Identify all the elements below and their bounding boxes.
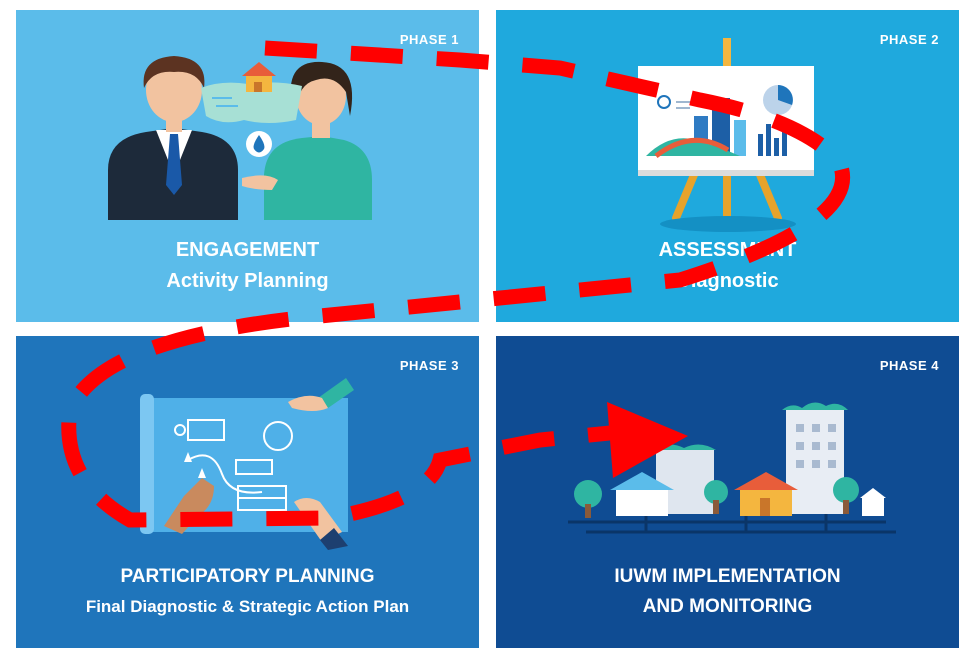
phase-2-label: PHASE 2	[879, 32, 939, 47]
phase-2-panel: PHASE 2 ASSESSMENT Diagnostic	[496, 10, 959, 322]
phase-3-title: PARTICIPATORY PLANNING	[120, 566, 375, 587]
phase-2-title: ASSESSMENT	[658, 239, 797, 261]
phase-4-label: PHASE 4	[879, 358, 939, 373]
phase-3-panel: PHASE 3 PARTICIPATORY PLANNING Final Dia…	[16, 336, 479, 648]
phase-1-title: ENGAGEMENT	[175, 239, 320, 261]
phase-2-subtitle: Diagnostic	[676, 270, 779, 292]
phase-4-subtitle: AND MONITORING	[642, 596, 813, 617]
phase-4-title: IUWM IMPLEMENTATION	[614, 566, 841, 587]
phase-4-panel: PHASE 4 IUWM IMPLEMENTATION AND MONITORI…	[496, 336, 959, 648]
phase-3-subtitle: Final Diagnostic & Strategic Action Plan	[85, 597, 410, 616]
phase-1-label: PHASE 1	[399, 32, 459, 47]
phase-3-label: PHASE 3	[399, 358, 459, 373]
phase-1-panel: PHASE 1 ENGAGEMENT Activity Planning	[16, 10, 479, 322]
phase-1-subtitle: Activity Planning	[166, 270, 329, 292]
